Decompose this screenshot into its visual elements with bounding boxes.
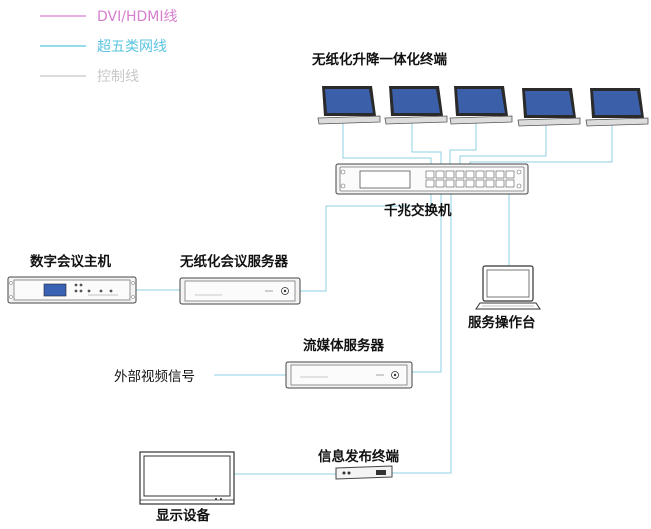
network-cables — [136, 122, 613, 475]
switch-port — [445, 170, 455, 179]
switch-port — [445, 179, 455, 188]
laptop-screen-3 — [457, 89, 505, 113]
switch-port — [475, 170, 485, 179]
cable-terminal-3 — [449, 122, 477, 176]
gigabit-switch[interactable] — [335, 163, 529, 195]
terminals-label: 无纸化升降一体化终端 — [311, 51, 447, 68]
switch-port — [495, 170, 505, 179]
switch-port — [465, 170, 475, 179]
switch-port — [485, 179, 495, 188]
terminal-laptop-2[interactable] — [384, 86, 448, 125]
legend-item-cat5: 超五类网线 — [40, 39, 167, 55]
switch-port — [425, 179, 435, 188]
media-server-label: 流媒体服务器 — [303, 337, 384, 354]
info-terminal-label: 信息发布终端 — [318, 448, 399, 465]
switch-port — [455, 179, 465, 188]
operator-console-label: 服务操作台 — [468, 314, 536, 331]
legend-label-cat5: 超五类网线 — [97, 39, 167, 55]
info-terminal-unit[interactable] — [335, 465, 393, 480]
switch-port — [505, 170, 515, 179]
conference-host-unit[interactable] — [7, 276, 137, 304]
laptop-screen-2 — [392, 89, 440, 113]
switch-port — [485, 170, 495, 179]
operator-console-laptop[interactable] — [475, 265, 541, 310]
display-device[interactable] — [139, 451, 235, 505]
terminal-laptop-1[interactable] — [317, 86, 381, 125]
switch-ports — [425, 170, 515, 188]
legend-label-dvi: DVI/HDMI线 — [97, 9, 177, 25]
switch-port — [425, 170, 435, 179]
terminal-laptop-5[interactable] — [585, 88, 649, 127]
legend: DVI/HDMI线 超五类网线 控制线 — [40, 9, 177, 85]
switch-port — [435, 179, 445, 188]
operator-screen — [486, 269, 530, 298]
cable-info-terminal — [392, 194, 452, 474]
laptop-screen-1 — [325, 89, 373, 113]
laptop-screen-5 — [593, 91, 641, 115]
switch-display — [359, 170, 411, 189]
host-lcd — [43, 283, 67, 297]
paperless-server-unit[interactable] — [179, 277, 301, 305]
switch-port — [495, 179, 505, 188]
media-server-unit[interactable] — [285, 361, 413, 389]
switch-port — [435, 170, 445, 179]
switch-label: 千兆交换机 — [384, 202, 452, 219]
paperless-server-label: 无纸化会议服务器 — [179, 253, 288, 270]
legend-label-control: 控制线 — [97, 69, 139, 85]
legend-item-dvi: DVI/HDMI线 — [40, 9, 177, 25]
cable-media-server — [412, 194, 442, 373]
switch-port — [475, 179, 485, 188]
cable-paperless-server — [300, 194, 432, 292]
legend-item-control: 控制线 — [40, 69, 139, 85]
switch-port — [505, 179, 515, 188]
terminal-laptop-4[interactable] — [517, 88, 581, 127]
conference-host-label: 数字会议主机 — [30, 253, 111, 270]
laptop-screen-4 — [525, 91, 573, 115]
display-screen — [143, 455, 231, 497]
switch-port — [455, 170, 465, 179]
external-video-label: 外部视频信号 — [114, 369, 195, 385]
switch-port — [465, 179, 475, 188]
terminal-laptop-3[interactable] — [449, 86, 513, 125]
display-label: 显示设备 — [156, 507, 210, 524]
